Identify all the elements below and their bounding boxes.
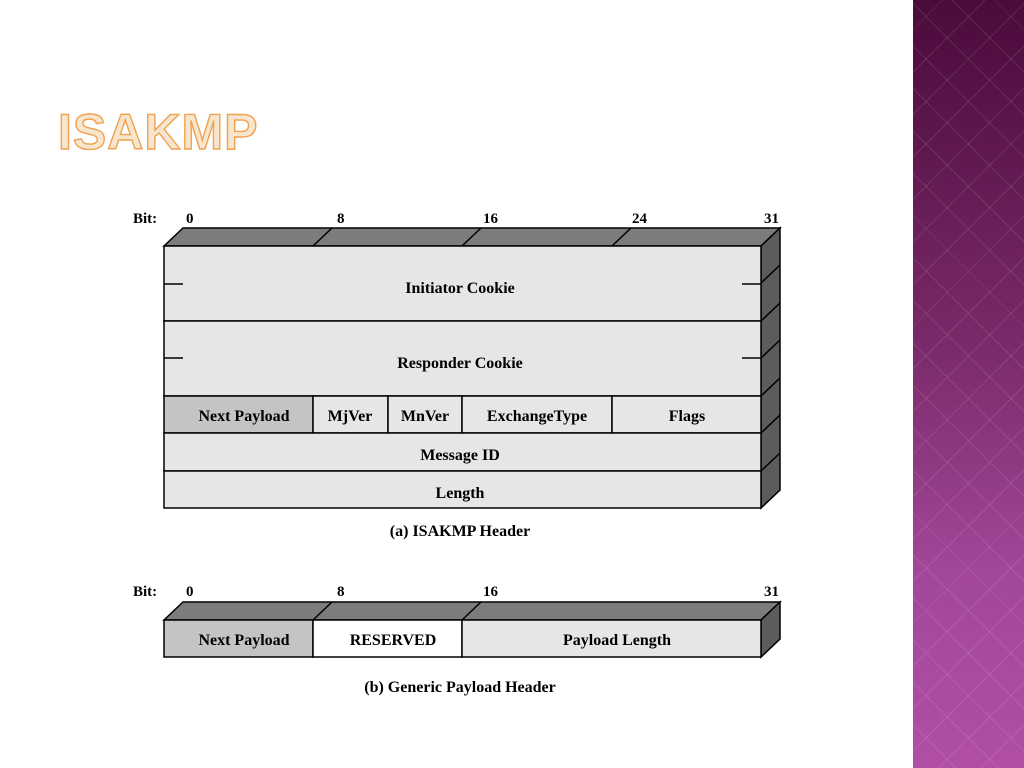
bit-label-0: 0 [186,584,194,600]
bit-label-31: 31 [764,584,779,600]
side-face-divider [760,414,781,434]
next-payload-field [163,395,314,434]
initiator-cookie-label: Initiator Cookie [405,280,514,297]
reserved-field [312,619,463,658]
figure-a-isakmp-header: Bit: 0 8 16 24 31 Initiator Cookie Respo… [133,211,782,540]
top-face-divider [461,601,482,621]
next-payload-label: Next Payload [198,408,289,425]
reserved-label: RESERVED [350,632,437,649]
bit-axis-label: Bit: [133,211,157,227]
bit-label-16: 16 [483,211,499,227]
length-field [163,470,762,509]
payload-length-label: Payload Length [563,632,671,649]
next-payload-label: Next Payload [198,632,289,649]
bit-axis-label: Bit: [133,584,157,600]
side-face-divider [760,264,781,284]
top-face-divider [312,227,333,247]
next-payload-field [163,619,314,658]
decorative-side-band [913,0,1024,768]
figure-b-caption: (b) Generic Payload Header [364,679,556,696]
side-face-divider [760,302,781,322]
bit-label-16: 16 [483,584,499,600]
bit-label-24: 24 [632,211,648,227]
responder-cookie-field [163,320,762,397]
minor-version-label: MnVer [401,408,449,425]
side-face-divider [760,377,781,397]
top-face-divider [461,227,482,247]
responder-cookie-label: Responder Cookie [397,355,523,372]
flags-label: Flags [669,408,705,425]
figure-a-caption: (a) ISAKMP Header [390,523,530,540]
flags-field [611,395,762,434]
side-face-divider [760,339,781,359]
bit-label-8: 8 [337,584,345,600]
exchange-type-label: ExchangeType [487,408,587,425]
side-face [760,226,781,510]
figure-b-generic-payload-header: Bit: 0 8 16 31 Next Payload RESERVED Pay… [133,584,782,696]
payload-length-field [461,619,762,658]
side-face-divider [760,452,781,472]
slide-title: ISAKMP [57,103,259,160]
top-face-divider [611,227,632,247]
bit-label-8: 8 [337,211,345,227]
bit-label-0: 0 [186,211,194,227]
bit-label-31: 31 [764,211,779,227]
major-version-label: MjVer [328,408,373,425]
minor-version-field [387,395,463,434]
message-id-label: Message ID [420,447,500,464]
length-label: Length [436,485,485,502]
top-face-divider [312,601,333,621]
